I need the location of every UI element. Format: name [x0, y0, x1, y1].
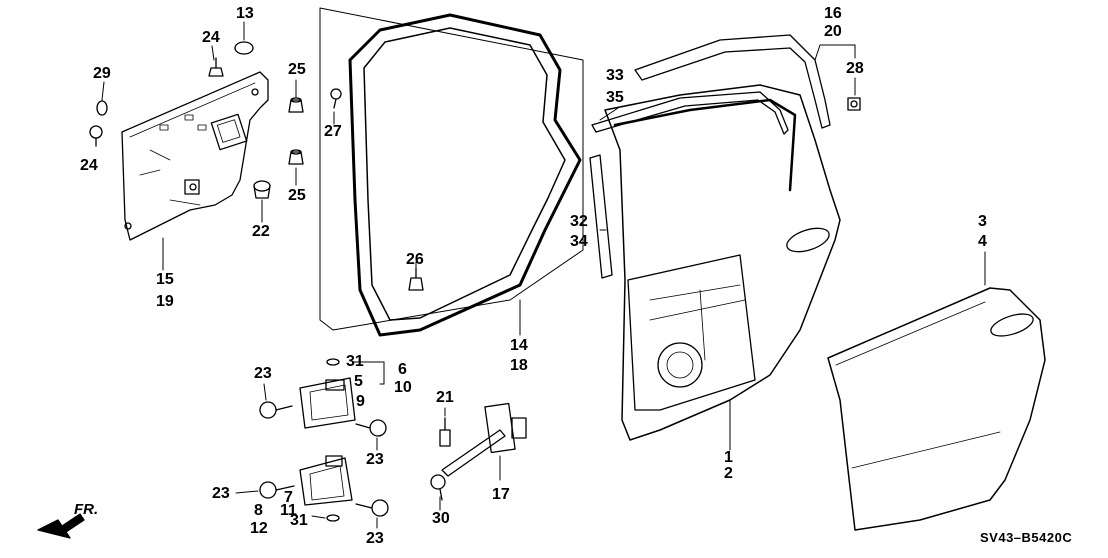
weatherstrip-frame [319, 7, 584, 337]
part-label-30: 30 [432, 510, 450, 527]
sash-trim [591, 91, 789, 135]
plug-22 [253, 180, 271, 199]
part-label-23-b: 23 [366, 451, 384, 468]
part-label-24-top: 24 [202, 29, 220, 46]
diagram-code: SV43–B5420C [980, 530, 1073, 545]
lower-hinge [299, 455, 353, 506]
part-label-5: 5 [354, 373, 363, 390]
part-label-6: 6 [398, 361, 407, 378]
part-label-26: 26 [406, 251, 424, 268]
part-label-14: 14 [510, 337, 528, 354]
clip-24-top [208, 57, 224, 77]
outer-door-skin [827, 287, 1046, 531]
part-label-28: 28 [846, 60, 864, 77]
leader-lines [101, 21, 986, 529]
bolt-30 [430, 474, 446, 501]
door-checker [441, 402, 527, 477]
part-label-15: 15 [156, 271, 174, 288]
bolt-23-d [355, 499, 389, 517]
part-label-32: 32 [570, 213, 588, 230]
part-label-23-c: 23 [212, 485, 230, 502]
part-label-10: 10 [394, 379, 412, 396]
grommet-25-bottom [288, 149, 304, 165]
pillar-trim [589, 154, 613, 279]
part-label-34: 34 [570, 233, 588, 250]
clip-24-left [89, 125, 103, 147]
part-label-27: 27 [324, 123, 342, 140]
part-label-29: 29 [93, 65, 111, 82]
part-label-1: 1 [724, 449, 733, 466]
roof-molding [634, 34, 831, 129]
clip-26 [408, 267, 424, 291]
part-label-21: 21 [436, 389, 454, 406]
part-label-22: 22 [252, 223, 270, 240]
part-label-9: 9 [356, 393, 365, 410]
part-label-23-d: 23 [366, 530, 384, 547]
washer-31-bottom [326, 514, 340, 522]
part-label-25-bottom: 25 [288, 187, 306, 204]
part-label-16: 16 [824, 5, 842, 22]
part-label-3: 3 [978, 213, 987, 230]
part-label-31-top: 31 [346, 353, 364, 370]
upper-hinge [299, 377, 356, 429]
part-label-19: 19 [156, 293, 174, 310]
part-label-31-bottom: 31 [290, 512, 308, 529]
plug-13 [234, 41, 254, 55]
front-direction-arrow [37, 513, 85, 539]
door-shell [604, 84, 841, 441]
clip-28 [847, 97, 861, 111]
ring-29 [96, 100, 108, 116]
part-label-25-top: 25 [288, 61, 306, 78]
part-label-23-a: 23 [254, 365, 272, 382]
bolt-23-a [259, 401, 293, 419]
door-trim-panel [121, 71, 269, 241]
part-label-35: 35 [606, 89, 624, 106]
part-label-2: 2 [724, 465, 733, 482]
part-label-20: 20 [824, 23, 842, 40]
part-label-13: 13 [236, 5, 254, 22]
part-label-11: 11 [280, 502, 297, 519]
grommet-25-top [288, 97, 304, 113]
bolt-21 [439, 417, 451, 447]
part-label-17: 17 [492, 486, 510, 503]
part-label-24-left: 24 [80, 157, 98, 174]
part-label-8: 8 [254, 502, 263, 519]
bolt-23-b [355, 419, 387, 437]
part-label-7: 7 [284, 489, 293, 506]
washer-31-top [326, 358, 340, 366]
part-label-33: 33 [606, 67, 624, 84]
part-label-18: 18 [510, 357, 528, 374]
part-label-12: 12 [250, 520, 268, 537]
part-label-4: 4 [978, 233, 987, 250]
front-direction-label: FR. [74, 501, 99, 518]
bolt-23-c [259, 481, 295, 499]
screw-27 [330, 88, 342, 109]
